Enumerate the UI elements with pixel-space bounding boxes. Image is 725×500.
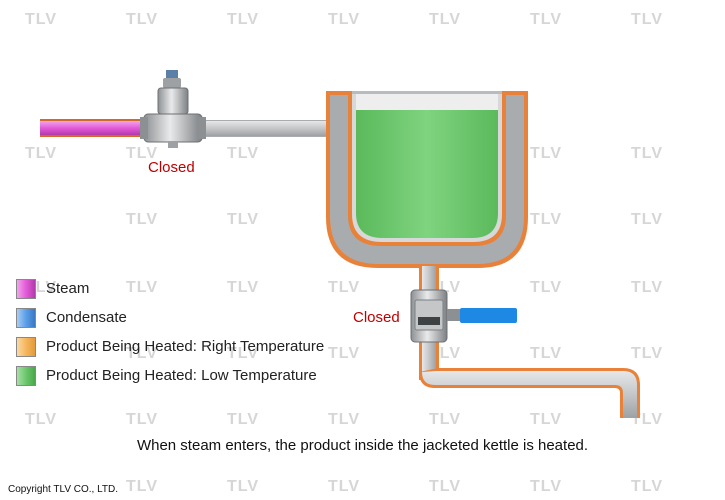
drain-valve-handle <box>460 308 517 323</box>
tlv-watermark: TLV <box>227 11 260 28</box>
tlv-watermark: TLV <box>227 145 260 162</box>
tlv-watermark: TLV <box>328 345 361 362</box>
tlv-watermark: TLV <box>429 478 462 495</box>
tlv-watermark: TLV <box>530 211 563 228</box>
jacketed-kettle <box>326 91 528 268</box>
tlv-watermark: TLV <box>227 345 260 362</box>
tlv-watermark: TLV <box>530 478 563 495</box>
tlv-watermark: TLV <box>126 11 159 28</box>
right-temperature-swatch <box>16 337 36 357</box>
tlv-watermark: TLV <box>631 279 664 296</box>
drain-valve-status: Closed <box>353 309 400 326</box>
tlv-watermark: TLV <box>25 145 58 162</box>
steam-inlet-pipe <box>40 119 340 137</box>
tlv-watermark: TLV <box>126 411 159 428</box>
steam-swatch <box>16 279 36 299</box>
tlv-watermark: TLV <box>429 11 462 28</box>
tlv-watermark: TLV <box>227 211 260 228</box>
caption: When steam enters, the product inside th… <box>136 437 589 454</box>
tlv-watermark: TLV <box>328 478 361 495</box>
drain-valve <box>410 289 517 343</box>
tlv-watermark: TLV <box>530 345 563 362</box>
tlv-watermark: TLV <box>328 279 361 296</box>
tlv-watermark: TLV <box>126 145 159 162</box>
tlv-watermark: TLV <box>126 345 159 362</box>
tlv-watermark: TLV <box>126 211 159 228</box>
tlv-watermark: TLV <box>530 411 563 428</box>
tlv-watermark: TLV <box>25 411 58 428</box>
tlv-watermark: TLV <box>530 11 563 28</box>
tlv-watermark: TLV <box>530 145 563 162</box>
tlv-watermark: TLV <box>429 411 462 428</box>
condensate-swatch <box>16 308 36 328</box>
tlv-watermark: TLV <box>328 411 361 428</box>
tlv-watermark: TLV <box>227 478 260 495</box>
drain-pipe <box>419 266 640 418</box>
tlv-watermark: TLV <box>227 279 260 296</box>
tlv-watermark: TLV <box>227 411 260 428</box>
tlv-watermark: TLV <box>530 279 563 296</box>
tlv-watermark: TLV <box>126 279 159 296</box>
low-temperature-swatch <box>16 366 36 386</box>
tlv-watermark: TLV <box>25 11 58 28</box>
steam-valve <box>140 70 206 148</box>
tlv-watermark: TLV <box>631 11 664 28</box>
tlv-watermark: TLV <box>328 11 361 28</box>
tlv-watermark: TLV <box>631 211 664 228</box>
tlv-watermark: TLV <box>631 345 664 362</box>
steam-valve-status: Closed <box>148 159 195 176</box>
tlv-watermark: TLV <box>631 478 664 495</box>
tlv-watermark: TLV <box>126 478 159 495</box>
tlv-watermark: TLV <box>631 145 664 162</box>
copyright: Copyright TLV CO., LTD. <box>8 484 119 495</box>
